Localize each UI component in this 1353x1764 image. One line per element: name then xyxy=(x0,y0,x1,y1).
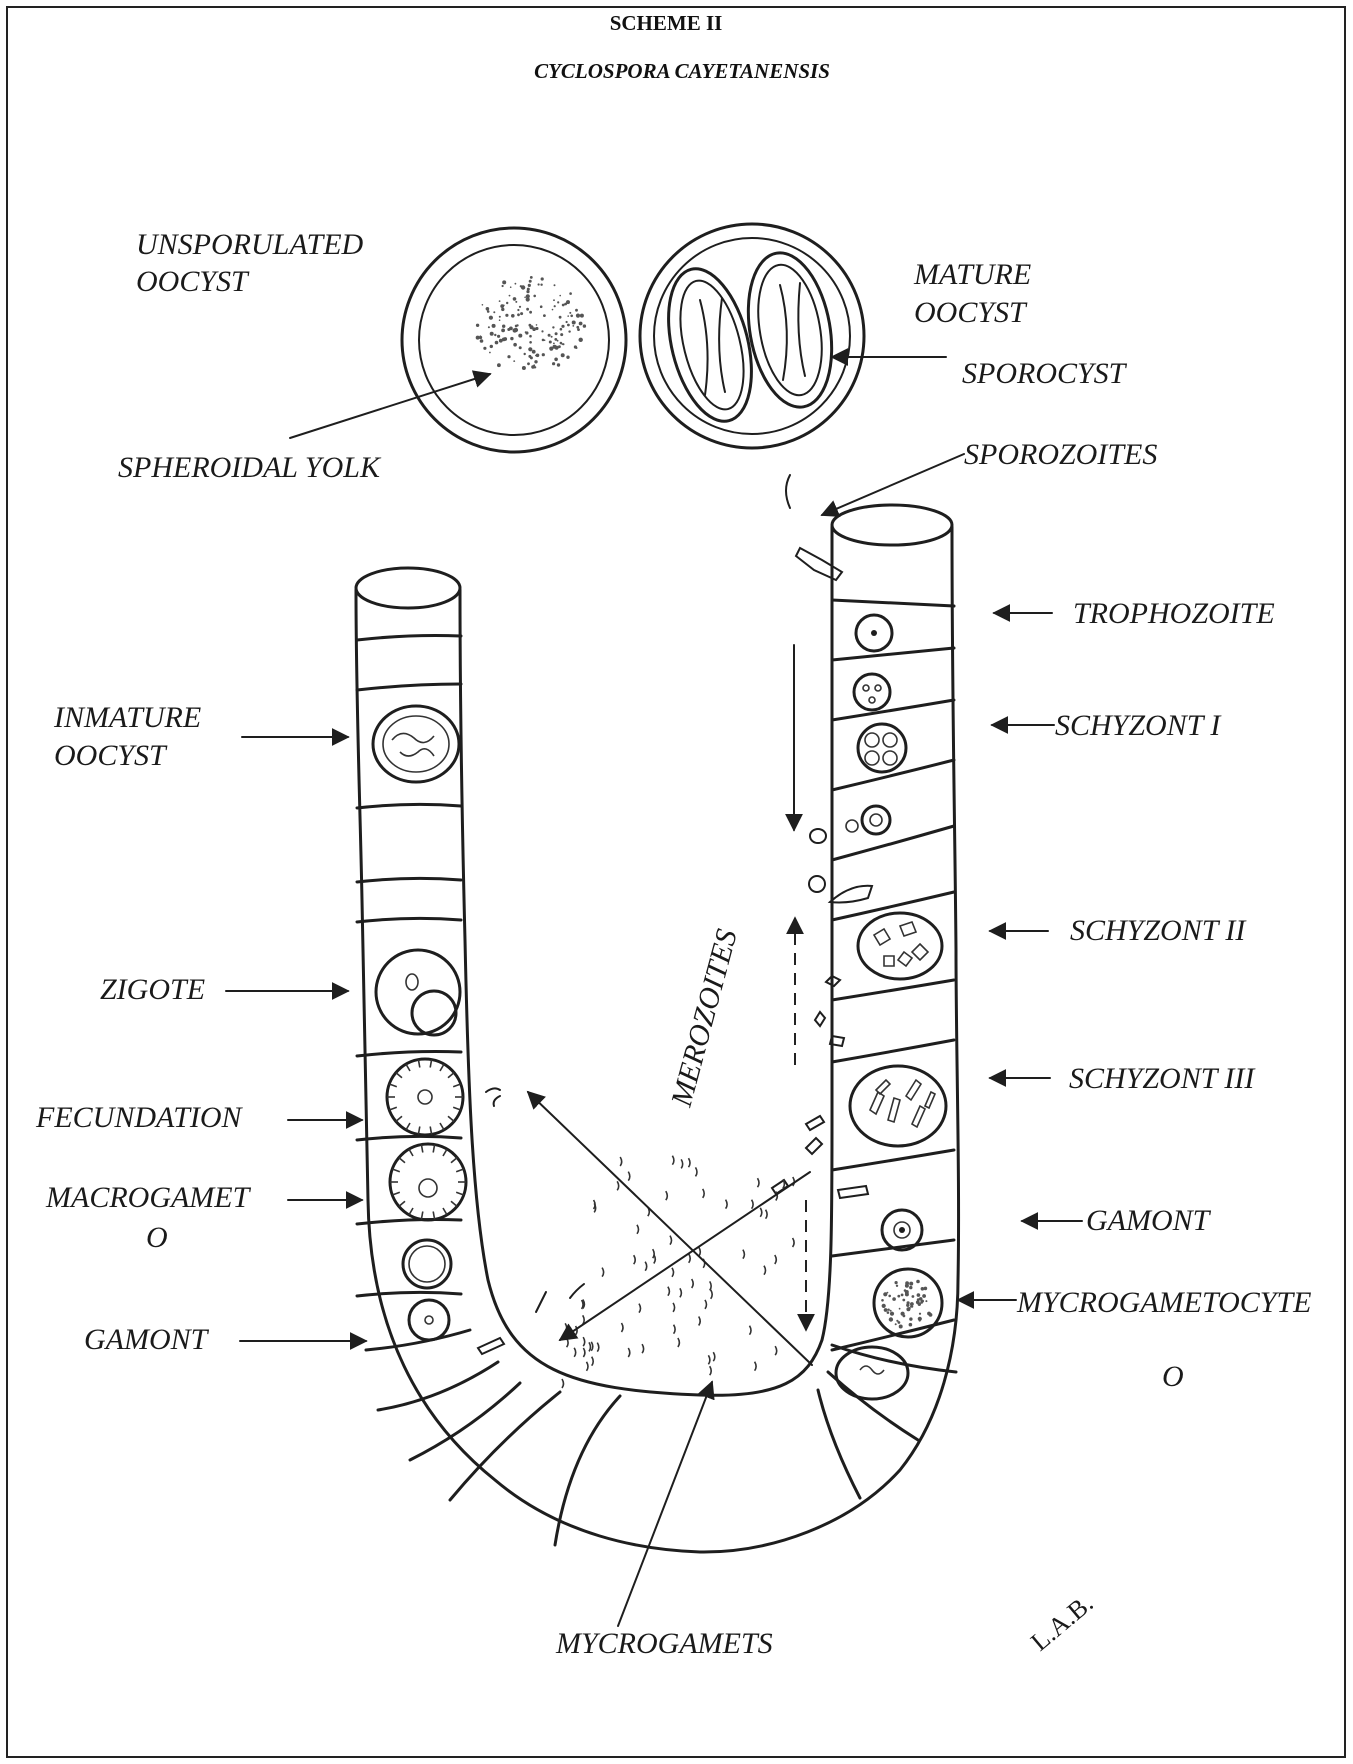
label-macrogamet: MACROGAMET xyxy=(45,1181,252,1214)
signature: L.A.B. xyxy=(1025,1588,1098,1656)
schyzont-3-cell xyxy=(850,1066,946,1146)
mycrogamets-specks xyxy=(562,1156,794,1388)
gamont-right-cell xyxy=(882,1210,922,1250)
zigote-cell xyxy=(376,950,460,1035)
macrogametocyte-cell xyxy=(390,1144,466,1220)
spheroidal-yolk xyxy=(476,276,586,370)
label-mature: MATURE xyxy=(913,258,1031,291)
arrow-to-macrogamete xyxy=(560,1172,810,1340)
label-zigote: ZIGOTE xyxy=(100,973,205,1006)
schyzont-1-cells xyxy=(854,674,906,772)
label-trophozoite: TROPHOZOITE xyxy=(1073,597,1275,630)
mycrogametocyte-cell xyxy=(874,1269,942,1337)
sporocyst-right xyxy=(737,246,843,414)
label-mycrogametocyte: MYCROGAMETOCYTE xyxy=(1016,1286,1312,1319)
schyzont-2-cell xyxy=(858,913,942,979)
unsporulated-oocyst xyxy=(402,228,626,452)
label-schyzont-3: SCHYZONT III xyxy=(1069,1062,1256,1095)
label-merozoites: MEROZOITES xyxy=(665,926,744,1111)
label-gamont-left: GAMONT xyxy=(84,1323,210,1356)
arrow-mycrogamets xyxy=(618,1382,712,1626)
label-fecundation: FECUNDATION xyxy=(35,1101,244,1134)
arrow-fecundation xyxy=(528,1092,812,1365)
label-unsporulated: UNSPORULATED xyxy=(136,228,364,261)
epithelial-cell-walls xyxy=(357,600,956,1545)
species-subtitle: CYCLOSPORA CAYETANENSIS xyxy=(534,59,830,83)
schyzont-transition xyxy=(846,806,890,834)
label-inmature-oocyst: OOCYST xyxy=(54,739,168,772)
mature-oocyst xyxy=(640,224,864,448)
label-schyzont-1: SCHYZONT I xyxy=(1055,709,1222,742)
intestinal-epithelium xyxy=(356,505,959,1552)
label-unsporulated-oocyst: OOCYST xyxy=(136,265,250,298)
arrow-spheroidal-yolk xyxy=(290,374,490,438)
label-sporocyst: SPOROCYST xyxy=(962,357,1128,390)
inmature-oocyst-cell xyxy=(373,706,459,782)
scheme-title: SCHEME II xyxy=(610,11,723,35)
gamont-left-cells xyxy=(403,1240,451,1340)
label-inmature: INMATURE xyxy=(53,701,201,734)
label-macrogamet-o: O xyxy=(146,1221,168,1254)
trophozoite-cell xyxy=(856,615,892,651)
label-gamont-right: GAMONT xyxy=(1086,1204,1212,1237)
lower-right-cell xyxy=(836,1347,908,1399)
label-mature-oocyst: OOCYST xyxy=(914,296,1028,329)
label-spheroidal-yolk: SPHEROIDAL YOLK xyxy=(118,451,382,484)
fecundation-cell xyxy=(387,1059,463,1135)
label-sporozoites: SPOROZOITES xyxy=(964,438,1157,471)
label-mycrogametocyte-o: O xyxy=(1162,1360,1184,1393)
label-mycrogamets: MYCROGAMETS xyxy=(555,1627,773,1660)
sporocyst-left xyxy=(654,260,765,430)
label-schyzont-2: SCHYZONT II xyxy=(1070,914,1247,947)
